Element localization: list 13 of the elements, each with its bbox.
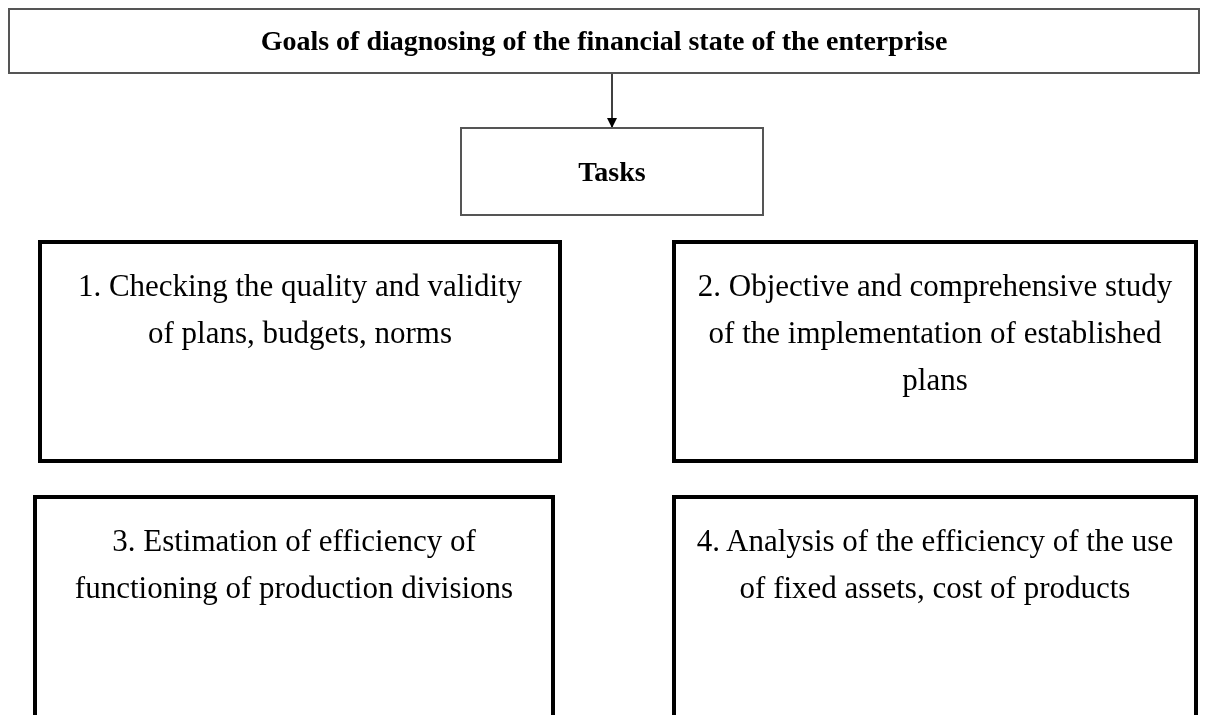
task-box: [33, 495, 555, 715]
task-text: 3. Estimation of efficiency of functioning of production divisions: [73, 522, 515, 607]
heading-box: [460, 127, 764, 216]
task-box: [672, 240, 1198, 463]
heading-text: Tasks: [578, 154, 646, 189]
heading-box: [8, 8, 1200, 74]
task-text: 2. Objective and comprehensive study of the implementation of established plans: [696, 267, 1174, 399]
task-text: 1. Checking the quality and validity of plans, budgets, norms: [76, 267, 524, 352]
task-box: [672, 495, 1198, 715]
task-text: 4. Analysis of the efficiency of the use of fixed assets, cost of products: [696, 522, 1174, 607]
arrow: [607, 73, 617, 128]
heading-text: Goals of diagnosing of the financial state of the enterprise: [260, 24, 948, 58]
task-box: [38, 240, 562, 463]
